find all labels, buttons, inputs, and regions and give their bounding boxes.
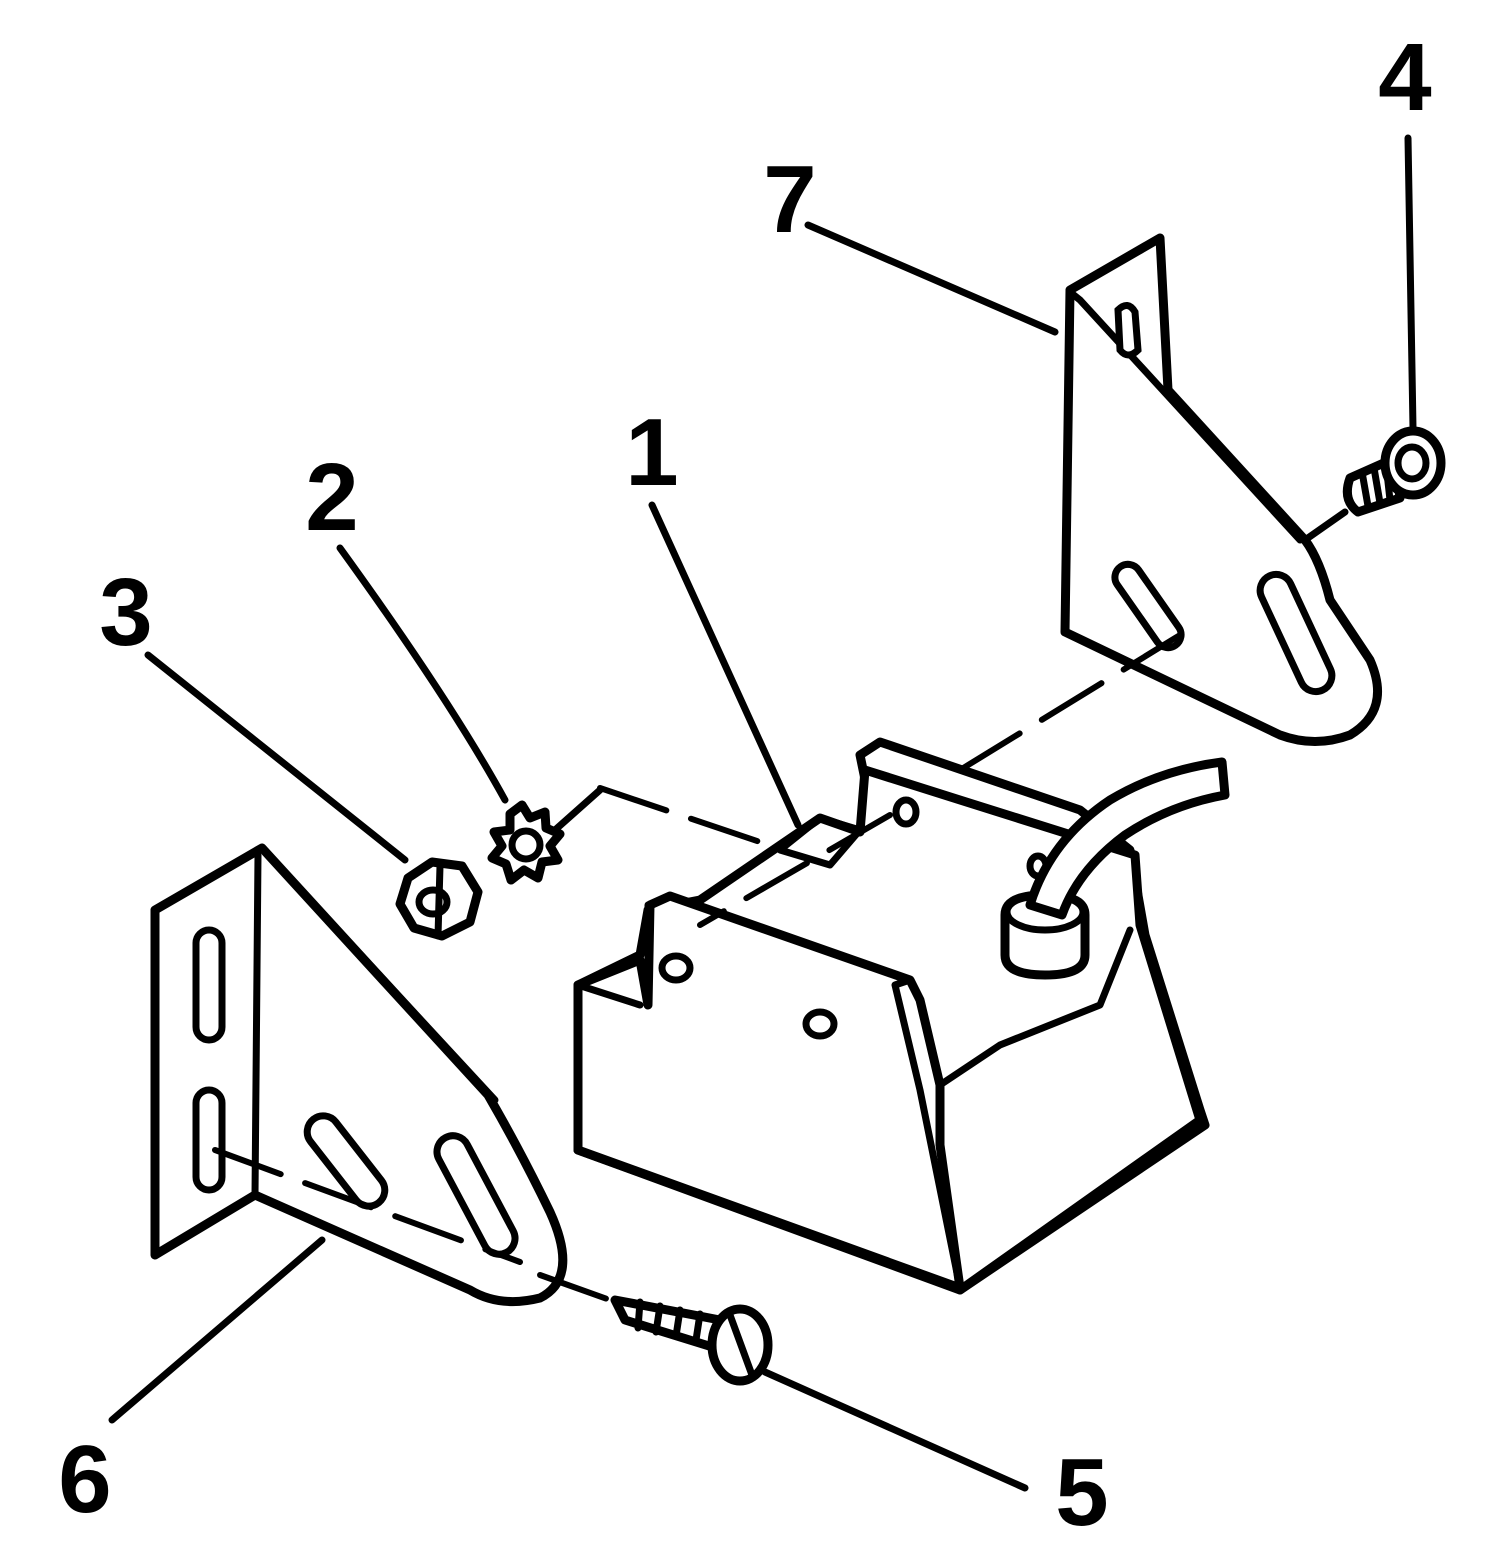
housing-part-1 <box>573 737 1230 1295</box>
callout-5: 5 <box>1055 1439 1108 1546</box>
callout-6: 6 <box>58 1426 111 1533</box>
callout-2: 2 <box>305 444 358 551</box>
callout-7: 7 <box>763 146 816 253</box>
callout-3: 3 <box>99 559 152 666</box>
bracket-part-7 <box>1060 233 1382 746</box>
callout-1: 1 <box>625 399 678 506</box>
leader-lines <box>108 134 1417 1492</box>
callout-4: 4 <box>1378 24 1431 131</box>
hexnut-part-3 <box>395 857 483 941</box>
assembly-lines <box>212 632 1183 1303</box>
lockwasher-part-2 <box>487 800 565 885</box>
screw-part-4 <box>1342 426 1446 517</box>
screw-part-5 <box>610 1295 773 1386</box>
bracket-part-6 <box>150 843 568 1307</box>
